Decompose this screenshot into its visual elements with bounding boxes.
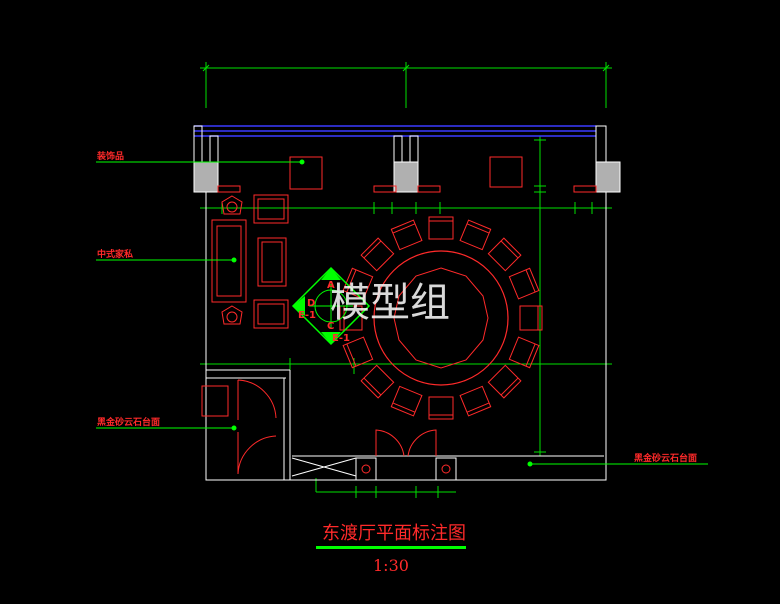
tea-table (257, 237, 287, 287)
label-counter-right: 黑金砂云石台面 (634, 452, 697, 464)
marker-code-right: E-1 (332, 333, 350, 344)
furniture (201, 156, 597, 475)
armchair-1 (253, 194, 289, 224)
sofa (211, 219, 247, 303)
dining-chair (508, 267, 540, 300)
column-left (193, 161, 219, 193)
title-underline (316, 546, 466, 549)
columns (193, 161, 621, 193)
walls (193, 125, 607, 481)
ornament-cabinet-1 (289, 156, 323, 190)
dining-chair (360, 237, 395, 272)
marker-code-left: E-1 (298, 310, 316, 321)
watermark: 模型组 (330, 280, 450, 326)
dining-chair (519, 305, 543, 331)
leader-lines (96, 159, 708, 467)
dining-chair (487, 237, 522, 272)
dining-chair (428, 216, 454, 240)
column-right (595, 161, 621, 193)
dining-chair (390, 385, 423, 417)
dining-chair (428, 396, 454, 420)
dining-chair (459, 219, 492, 251)
dining-chairs (339, 216, 543, 420)
dining-chair (487, 364, 522, 399)
label-furniture: 中式家私 (97, 248, 133, 260)
marker-c: C (327, 321, 334, 332)
label-counter-left: 黑金砂云石台面 (97, 416, 160, 428)
section-marker: A D C E-1 E-1 (291, 266, 371, 346)
dining-chair (342, 336, 374, 369)
dining-chair (360, 364, 395, 399)
ornament-cabinet-2 (489, 156, 523, 188)
side-table-2 (221, 305, 243, 325)
lazy-susan (393, 267, 489, 369)
marker-d: D (307, 298, 315, 309)
dining-chair (390, 219, 423, 251)
dining-chair (459, 385, 492, 417)
marker-a: A (327, 280, 335, 291)
label-ornament: 装饰品 (96, 150, 124, 162)
drawing-title: 东渡厅平面标注图 (322, 523, 466, 544)
dining-chair (508, 336, 540, 369)
dining-table (373, 250, 509, 386)
glass-facade (194, 125, 596, 137)
side-table-1 (221, 195, 243, 215)
dining-chair (342, 267, 374, 300)
armchair-2 (253, 299, 289, 329)
drawing-scale: 1:30 (373, 556, 409, 575)
column-middle (393, 161, 419, 193)
dimension-lines (200, 62, 612, 498)
